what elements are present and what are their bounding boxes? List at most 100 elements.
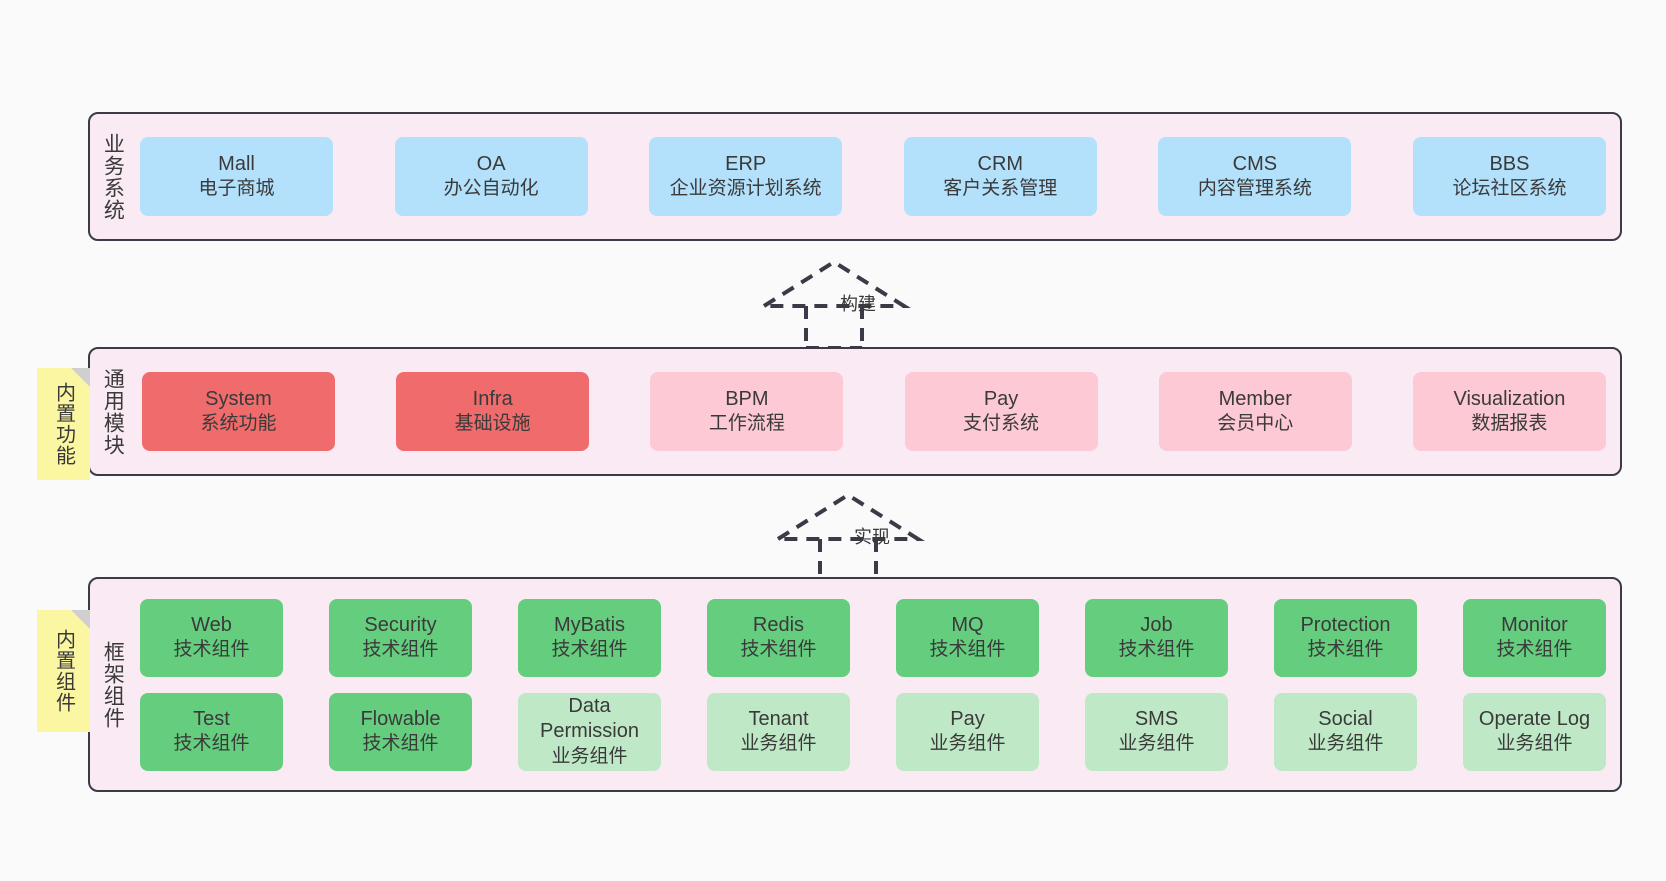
framework-card-row-tech: Web 技术组件 Security 技术组件 MyBatis 技术组件 Redi… xyxy=(140,598,1606,677)
card-mq[interactable]: MQ 技术组件 xyxy=(896,598,1039,677)
card-system-title: System xyxy=(205,387,272,410)
card-cms[interactable]: CMS 内容管理系统 xyxy=(1158,137,1352,216)
card-test[interactable]: Test 技术组件 xyxy=(140,692,283,771)
implement-arrow-shaft xyxy=(818,539,878,581)
card-web-subtitle: 技术组件 xyxy=(173,639,250,661)
card-bpm[interactable]: BPM 工作流程 xyxy=(650,372,844,451)
card-infra-title: Infra xyxy=(472,387,513,410)
layer-framework-components-title: 框架组件 xyxy=(101,640,125,729)
card-job-title: Job xyxy=(1140,613,1173,636)
card-erp-title: ERP xyxy=(725,152,767,175)
card-operate-log-title: Operate Log xyxy=(1478,707,1591,730)
card-member-subtitle: 会员中心 xyxy=(1217,413,1294,435)
card-flowable-subtitle: 技术组件 xyxy=(362,733,439,755)
card-job[interactable]: Job 技术组件 xyxy=(1085,598,1228,677)
note-fold-corner-icon xyxy=(71,610,90,629)
card-oa-subtitle: 办公自动化 xyxy=(443,178,539,200)
card-data-permission-title: Data xyxy=(568,694,611,717)
card-pay-component-title: Pay xyxy=(950,707,985,730)
card-visualization[interactable]: Visualization 数据报表 xyxy=(1412,372,1606,451)
business-card-rows: Mall 电子商城 OA 办公自动化 ERP 企业资源计划系统 CRM 客户关系… xyxy=(140,137,1606,216)
build-arrow-head xyxy=(757,259,911,308)
card-monitor-title: Monitor xyxy=(1501,613,1568,636)
build-arrow-shaft xyxy=(804,306,864,348)
framework-card-row-business: Test 技术组件 Flowable 技术组件 Data Permission … xyxy=(140,692,1606,771)
card-operate-log[interactable]: Operate Log 业务组件 xyxy=(1463,692,1606,771)
card-sms[interactable]: SMS 业务组件 xyxy=(1085,692,1228,771)
card-tenant-subtitle: 业务组件 xyxy=(740,733,817,755)
connector-implement: 实现 xyxy=(758,489,938,583)
sticky-note-builtin-features-label: 内置功能 xyxy=(52,382,75,466)
card-bbs-title: BBS xyxy=(1489,152,1530,175)
card-mybatis[interactable]: MyBatis 技术组件 xyxy=(518,598,661,677)
card-oa[interactable]: OA 办公自动化 xyxy=(394,137,588,216)
business-card-row: Mall 电子商城 OA 办公自动化 ERP 企业资源计划系统 CRM 客户关系… xyxy=(140,137,1606,216)
card-erp-subtitle: 企业资源计划系统 xyxy=(669,178,822,200)
card-tenant[interactable]: Tenant 业务组件 xyxy=(707,692,850,771)
card-pay-module-subtitle: 支付系统 xyxy=(963,413,1040,435)
card-redis[interactable]: Redis 技术组件 xyxy=(707,598,850,677)
card-security-title: Security xyxy=(364,613,437,636)
card-mybatis-subtitle: 技术组件 xyxy=(551,639,628,661)
card-social-subtitle: 业务组件 xyxy=(1307,733,1384,755)
card-security[interactable]: Security 技术组件 xyxy=(329,598,472,677)
sticky-note-builtin-features: 内置功能 xyxy=(37,368,90,480)
card-mall[interactable]: Mall 电子商城 xyxy=(140,137,333,216)
card-protection[interactable]: Protection 技术组件 xyxy=(1274,598,1417,677)
connector-implement-label: 实现 xyxy=(854,527,890,547)
card-oa-title: OA xyxy=(476,152,506,175)
card-bbs[interactable]: BBS 论坛社区系统 xyxy=(1412,137,1606,216)
card-bpm-title: BPM xyxy=(725,387,769,410)
card-web-title: Web xyxy=(191,613,232,636)
layer-common-modules-title: 通用模块 xyxy=(101,367,125,456)
card-flowable-title: Flowable xyxy=(360,707,441,730)
card-bbs-subtitle: 论坛社区系统 xyxy=(1452,178,1567,200)
card-mybatis-title: MyBatis xyxy=(553,613,626,636)
card-erp[interactable]: ERP 企业资源计划系统 xyxy=(649,137,843,216)
layer-common-modules: 通用模块 System 系统功能 Infra 基础设施 BPM 工作流程 xyxy=(88,347,1622,476)
layer-common-modules-body: System 系统功能 Infra 基础设施 BPM 工作流程 Pay 支付系统 xyxy=(134,349,1620,474)
card-monitor-subtitle: 技术组件 xyxy=(1496,639,1573,661)
card-crm-title: CRM xyxy=(977,152,1024,175)
sticky-note-builtin-components: 内置组件 xyxy=(37,610,90,732)
card-mall-subtitle: 电子商城 xyxy=(198,178,275,200)
card-redis-title: Redis xyxy=(752,613,805,636)
card-infra-subtitle: 基础设施 xyxy=(454,413,531,435)
connector-build-label: 构建 xyxy=(840,294,876,314)
card-pay-module[interactable]: Pay 支付系统 xyxy=(904,372,1098,451)
card-data-permission-subtitle: 业务组件 xyxy=(551,745,628,767)
card-redis-subtitle: 技术组件 xyxy=(740,639,817,661)
card-data-permission-title2: Permission xyxy=(540,720,639,743)
layer-framework-components-body: Web 技术组件 Security 技术组件 MyBatis 技术组件 Redi… xyxy=(134,579,1620,790)
card-flowable[interactable]: Flowable 技术组件 xyxy=(329,692,472,771)
card-social[interactable]: Social 业务组件 xyxy=(1274,692,1417,771)
card-cms-title: CMS xyxy=(1232,152,1278,175)
layer-framework-components: 框架组件 Web 技术组件 Security 技术组件 MyBatis 技术组件 xyxy=(88,577,1622,792)
card-crm-subtitle: 客户关系管理 xyxy=(943,178,1058,200)
card-protection-subtitle: 技术组件 xyxy=(1307,639,1384,661)
implement-arrow-head xyxy=(771,492,925,541)
module-card-row: System 系统功能 Infra 基础设施 BPM 工作流程 Pay 支付系统 xyxy=(142,372,1606,451)
module-card-rows: System 系统功能 Infra 基础设施 BPM 工作流程 Pay 支付系统 xyxy=(142,372,1606,451)
layer-business-systems-body: Mall 电子商城 OA 办公自动化 ERP 企业资源计划系统 CRM 客户关系… xyxy=(134,114,1620,239)
card-protection-title: Protection xyxy=(1300,613,1391,636)
card-web[interactable]: Web 技术组件 xyxy=(140,598,283,677)
layer-business-systems: 业务系统 Mall 电子商城 OA 办公自动化 ERP 企业资源计划系统 xyxy=(88,112,1622,241)
framework-card-rows: Web 技术组件 Security 技术组件 MyBatis 技术组件 Redi… xyxy=(140,598,1606,771)
card-monitor[interactable]: Monitor 技术组件 xyxy=(1463,598,1606,677)
card-system-subtitle: 系统功能 xyxy=(200,413,277,435)
card-data-permission[interactable]: Data Permission 业务组件 xyxy=(518,692,661,771)
layer-business-systems-title: 业务系统 xyxy=(101,132,125,221)
card-member[interactable]: Member 会员中心 xyxy=(1158,372,1352,451)
card-crm[interactable]: CRM 客户关系管理 xyxy=(903,137,1097,216)
sticky-note-builtin-components-label: 内置组件 xyxy=(52,629,75,713)
card-infra[interactable]: Infra 基础设施 xyxy=(396,372,590,451)
card-test-subtitle: 技术组件 xyxy=(173,733,250,755)
card-visualization-title: Visualization xyxy=(1453,387,1566,410)
card-pay-component[interactable]: Pay 业务组件 xyxy=(896,692,1039,771)
card-system[interactable]: System 系统功能 xyxy=(142,372,335,451)
card-sms-subtitle: 业务组件 xyxy=(1118,733,1195,755)
card-mq-title: MQ xyxy=(951,613,984,636)
card-cms-subtitle: 内容管理系统 xyxy=(1197,178,1312,200)
